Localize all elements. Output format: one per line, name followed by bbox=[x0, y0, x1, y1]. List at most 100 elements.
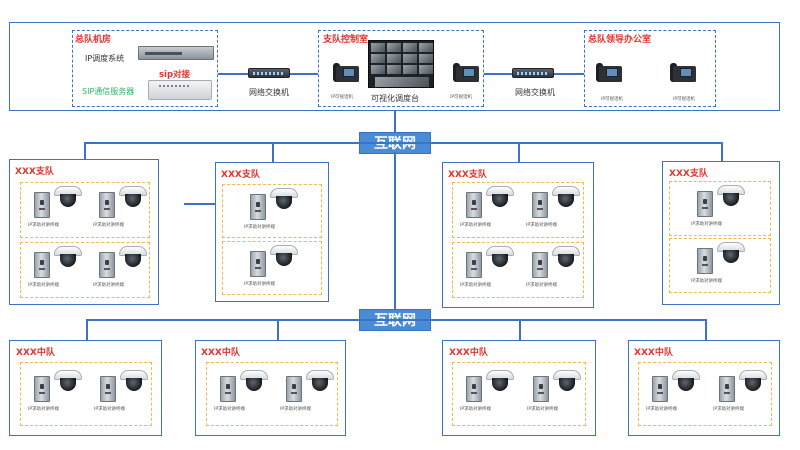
intercom-terminal-label: IP求助对讲终端 bbox=[93, 223, 125, 228]
network-switch-right-icon bbox=[512, 68, 554, 78]
office-phone2-label: IP可视话机 bbox=[673, 97, 696, 102]
ip-video-phone-icon bbox=[596, 60, 622, 82]
intercom-terminal-label: IP求助对讲终端 bbox=[460, 223, 492, 228]
squadron-title: XXX中队 bbox=[634, 348, 673, 358]
terminal-group bbox=[222, 241, 322, 295]
intercom-terminal-label: IP求助对讲终端 bbox=[713, 407, 745, 412]
intercom-terminal-icon bbox=[34, 252, 50, 278]
detachment-title: XXX支队 bbox=[669, 169, 708, 179]
dispatch-server-icon bbox=[138, 46, 214, 60]
branch-top-drop-1 bbox=[84, 142, 86, 159]
branch-top-drop-2 bbox=[272, 142, 274, 162]
intercom-terminal-label: IP求助对讲终端 bbox=[691, 279, 723, 284]
leader-office-group bbox=[584, 30, 716, 107]
terminal-group bbox=[669, 238, 771, 293]
detachment-control-group bbox=[318, 30, 484, 107]
branch-bottom-drop-3 bbox=[519, 319, 521, 340]
link-hub-vertical bbox=[394, 152, 396, 309]
terminal-group bbox=[452, 182, 584, 238]
dispatch-system-label: IP调度系统 bbox=[85, 54, 125, 63]
office-phone1-label: IP可视话机 bbox=[601, 97, 624, 102]
squadron-title: XXX中队 bbox=[201, 348, 240, 358]
dome-camera-icon bbox=[54, 186, 82, 208]
dome-camera-icon bbox=[739, 370, 767, 392]
link-switch-center bbox=[290, 73, 318, 75]
dome-camera-icon bbox=[240, 370, 268, 392]
intercom-terminal-label: IP求助对讲终端 bbox=[460, 407, 492, 412]
network-switch-right-label: 网络交换机 bbox=[515, 88, 555, 97]
intercom-terminal-icon bbox=[466, 252, 482, 278]
terminal-group bbox=[20, 242, 150, 298]
intercom-terminal-icon bbox=[533, 376, 549, 402]
intercom-terminal-icon bbox=[719, 376, 735, 402]
terminal-group bbox=[20, 182, 150, 238]
intercom-terminal-icon bbox=[652, 376, 668, 402]
dome-camera-icon bbox=[306, 370, 334, 392]
intercom-terminal-icon bbox=[250, 194, 266, 220]
terminal-group bbox=[452, 242, 584, 298]
terminal-group bbox=[452, 362, 586, 426]
phone-left-label: IP可视话机 bbox=[331, 95, 354, 100]
link-center-switch bbox=[484, 73, 512, 75]
intercom-terminal-label: IP求助对讲终端 bbox=[691, 222, 723, 227]
intercom-terminal-icon bbox=[99, 252, 115, 278]
ip-video-phone-icon bbox=[670, 60, 696, 82]
terminal-group bbox=[20, 362, 152, 426]
intercom-terminal-label: IP求助对讲终端 bbox=[646, 407, 678, 412]
intercom-terminal-icon bbox=[220, 376, 236, 402]
dome-camera-icon bbox=[54, 246, 82, 268]
dome-camera-icon bbox=[553, 370, 581, 392]
intercom-terminal-label: IP求助对讲终端 bbox=[526, 283, 558, 288]
dome-camera-icon bbox=[54, 370, 82, 392]
leader-office-title: 总队领导办公室 bbox=[588, 35, 652, 45]
detachment-title: XXX支队 bbox=[15, 167, 54, 177]
intercom-terminal-icon bbox=[532, 252, 548, 278]
branch-top-horizontal bbox=[84, 142, 722, 144]
dome-camera-icon bbox=[552, 246, 580, 268]
intercom-terminal-label: IP求助对讲终端 bbox=[244, 282, 276, 287]
detachment-frame bbox=[215, 162, 329, 302]
network-switch-left-icon bbox=[248, 68, 290, 78]
intercom-terminal-label: IP求助对讲终端 bbox=[93, 283, 125, 288]
video-console-icon bbox=[368, 40, 434, 88]
branch-bottom-horizontal bbox=[86, 319, 706, 321]
intercom-terminal-icon bbox=[100, 376, 116, 402]
intercom-terminal-icon bbox=[286, 376, 302, 402]
squadron-title: XXX中队 bbox=[449, 348, 488, 358]
dome-camera-icon bbox=[552, 186, 580, 208]
dome-camera-icon bbox=[120, 370, 148, 392]
dome-camera-icon bbox=[672, 370, 700, 392]
intercom-terminal-label: IP求助对讲终端 bbox=[28, 407, 60, 412]
branch-bottom-drop-1 bbox=[86, 319, 88, 340]
ip-video-phone-icon bbox=[453, 60, 479, 82]
branch-bottom-drop-4 bbox=[705, 319, 707, 340]
intercom-terminal-label: IP求助对讲终端 bbox=[244, 225, 276, 230]
detachment-frame bbox=[9, 159, 159, 305]
squadron-title: XXX中队 bbox=[16, 348, 55, 358]
intercom-terminal-label: IP求助对讲终端 bbox=[28, 283, 60, 288]
terminal-group bbox=[638, 362, 772, 426]
intercom-terminal-icon bbox=[532, 192, 548, 218]
dome-camera-icon bbox=[270, 188, 298, 210]
dome-camera-icon bbox=[119, 246, 147, 268]
sip-gateway-label: SIP通信服务器 bbox=[82, 87, 135, 96]
video-console-label: 可视化调度台 bbox=[371, 94, 419, 103]
dome-camera-icon bbox=[486, 186, 514, 208]
intercom-terminal-icon bbox=[697, 191, 713, 217]
dome-camera-icon bbox=[717, 185, 745, 207]
intercom-terminal-icon bbox=[466, 376, 482, 402]
ip-video-phone-icon bbox=[333, 60, 359, 82]
intercom-terminal-icon bbox=[250, 251, 266, 277]
intercom-terminal-icon bbox=[34, 376, 50, 402]
link-detachment1-side bbox=[184, 203, 216, 205]
link-hub-top-up bbox=[394, 111, 396, 132]
sip-label: sip对接 bbox=[159, 70, 191, 80]
intercom-terminal-label: IP求助对讲终端 bbox=[527, 407, 559, 412]
branch-top-drop-4 bbox=[721, 142, 723, 161]
link-hq-switch bbox=[218, 73, 248, 75]
intercom-terminal-label: IP求助对讲终端 bbox=[526, 223, 558, 228]
dome-camera-icon bbox=[486, 246, 514, 268]
detachment-control-title: 支队控制室 bbox=[323, 35, 369, 45]
branch-top-drop-3 bbox=[518, 142, 520, 162]
detachment-title: XXX支队 bbox=[221, 170, 260, 180]
